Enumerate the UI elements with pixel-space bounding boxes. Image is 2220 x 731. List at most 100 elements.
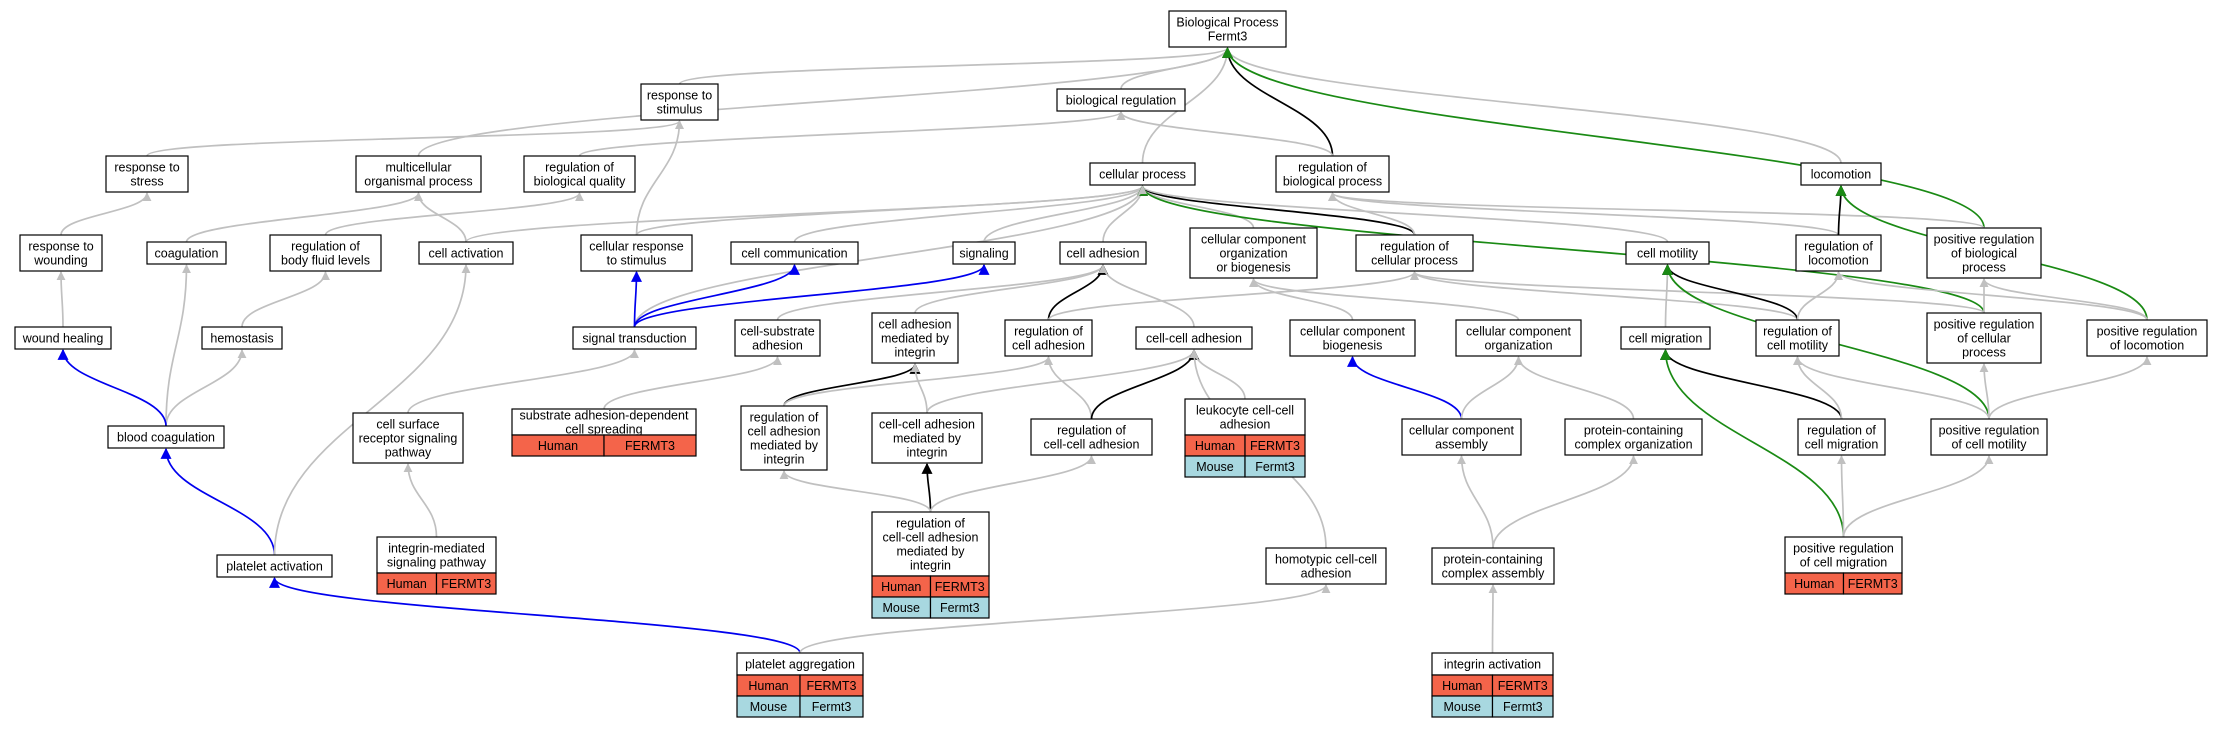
term-box (105, 155, 189, 193)
term-node-cell-activation[interactable]: cell activation (418, 241, 514, 265)
gene-cell (799, 695, 864, 718)
term-node-signaling[interactable]: signaling (952, 241, 1016, 265)
term-label-line: cellular component (1409, 424, 1514, 438)
term-node-coagulation[interactable]: coagulation (146, 241, 227, 265)
edge-pos-reg-cell-migration-to-pos-reg-cell-motility (1842, 455, 1994, 538)
term-label-line: adhesion (1301, 567, 1352, 581)
edge-platelet-activation-to-cell-activation (273, 264, 471, 556)
term-node-cell-motility[interactable]: cell motility (1625, 241, 1710, 265)
term-label-line: multicellular (386, 161, 452, 175)
term-label-line: of locomotion (2110, 339, 2184, 353)
term-label-line: positive regulation (1939, 424, 2040, 438)
term-label-line: Biological Process (1176, 16, 1278, 30)
term-box (1926, 312, 2042, 364)
edge-locomotion-to-root (1223, 47, 1842, 164)
term-label-line: integrin (907, 446, 948, 460)
term-node-cell-adhesion[interactable]: cell adhesion (1059, 241, 1147, 265)
term-box (216, 554, 333, 578)
edge-resp-wound-to-resp-stress (60, 192, 152, 236)
term-label-line: cell-cell adhesion (883, 531, 979, 545)
term-node-blood-coag[interactable]: blood coagulation (107, 425, 225, 449)
term-box (1926, 227, 2042, 279)
term-label-line: regulation of (750, 411, 819, 425)
edge-reg-locomotion-to-reg-bio-proc (1328, 192, 1840, 236)
edge-wound-healing-to-resp-wound (56, 271, 66, 328)
term-node-hemostasis[interactable]: hemostasis (201, 326, 283, 350)
term-label-line: Fermt3 (1208, 30, 1248, 44)
edge-cell-resp-stim-to-cell-proc (635, 185, 1147, 236)
gene-label: FERMT3 (625, 439, 675, 453)
term-label-line: leukocyte cell-cell (1196, 404, 1294, 418)
term-box (511, 408, 697, 436)
gene-cell (1491, 695, 1554, 718)
term-box (1189, 227, 1318, 279)
term-label-line: receptor signaling (359, 432, 458, 446)
term-node-signal-trans[interactable]: signal transduction (572, 326, 697, 350)
term-node-cell-proc[interactable]: cellular process (1089, 162, 1196, 186)
term-label-line: cellular response (589, 240, 684, 254)
term-label-line: integrin (764, 453, 805, 467)
edge-substrate-spread-to-cell-substrate (603, 356, 782, 410)
term-node-cell-migration[interactable]: cell migration (1620, 326, 1711, 350)
edge-protein-complex-org-to-cc-org (1514, 356, 1635, 420)
term-label-line: regulation of (1804, 240, 1873, 254)
term-box (1625, 241, 1710, 265)
gene-cell (1244, 455, 1306, 478)
term-label-line: mediated by (750, 439, 819, 453)
term-node-cell-comm[interactable]: cell communication (730, 241, 859, 265)
term-node-cc-adhesion[interactable]: cell-cell adhesion (1135, 326, 1253, 350)
edge-response-stim-to-root (678, 47, 1232, 85)
term-label-line: regulation of (545, 161, 614, 175)
term-node-platelet-activation[interactable]: platelet activation (216, 554, 333, 578)
term-label-line: assembly (1435, 438, 1489, 452)
term-node-bio-reg[interactable]: biological regulation (1056, 88, 1186, 112)
term-label-line: organization (1219, 247, 1287, 261)
term-node-locomotion[interactable]: locomotion (1800, 162, 1882, 186)
term-box (1265, 547, 1387, 585)
species-label: Human (1794, 577, 1834, 591)
term-label-line: biological regulation (1066, 94, 1177, 108)
term-node-wound-healing[interactable]: wound healing (14, 326, 112, 350)
edges-layer (56, 46, 2152, 654)
edge-reg-cell-adh-integrin-to-cell-adh-integrin (783, 362, 921, 407)
